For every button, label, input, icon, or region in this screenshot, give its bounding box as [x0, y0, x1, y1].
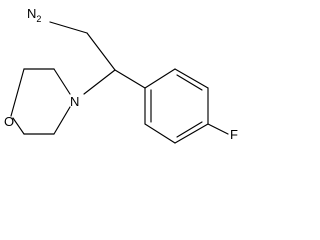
bond-ch-to-aryl [114, 69, 146, 89]
chemical-structure: N2 N O F [4, 6, 238, 144]
morpholine-oxygen-label: O [4, 114, 14, 129]
fluorine-label: F [230, 127, 238, 142]
structure-drawing: N2 N O F [4, 6, 238, 144]
bond-amine-to-ch2 [49, 21, 88, 34]
morpholine-nitrogen-label: N [70, 94, 79, 109]
fluorophenyl-ring [144, 68, 209, 144]
bond-ch2-to-ch [86, 32, 116, 71]
amine-label: N2 [27, 6, 41, 24]
morpholine-ring [10, 68, 71, 135]
bond-ch-to-morpholine-n [83, 69, 116, 95]
bond-aryl-to-fluorine [207, 123, 229, 135]
